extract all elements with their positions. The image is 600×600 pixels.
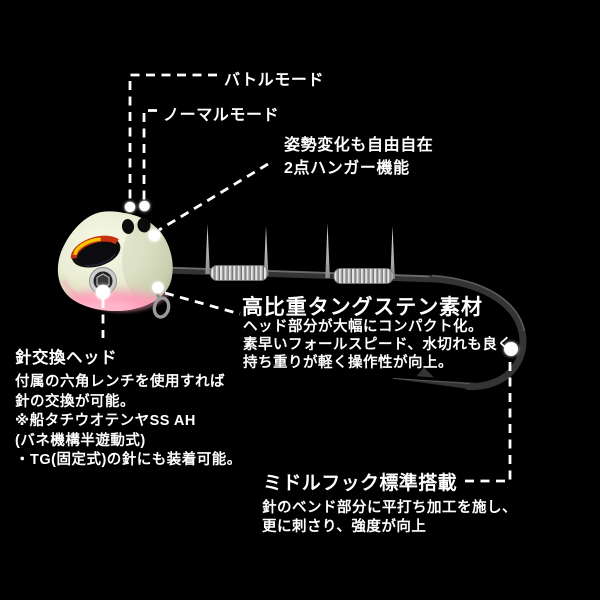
callout-dot-hanger xyxy=(148,229,161,242)
hanger-line2: 2点ハンガー機能 xyxy=(284,160,410,177)
head-exchange-body-line: ・TG(固定式)の針にも装着可能。 xyxy=(15,452,242,468)
middle-hook-body: 針のベンド部分に平打ち加工を施し、 更に刺さり、強度が向上 xyxy=(262,499,517,537)
leader-line-tungsten xyxy=(164,291,241,316)
head-exchange-body-line: ※船タチウオテンヤSS AH xyxy=(15,413,196,429)
hook-bend xyxy=(428,274,527,391)
leader-line-hanger xyxy=(158,162,269,232)
middle-hook-title: ミドルフック標準搭載 xyxy=(263,473,458,494)
wire-coil xyxy=(210,265,268,281)
head-exchange-body-line: 付属の六角レンチを使用すれば xyxy=(15,374,225,390)
middle-hook-spike xyxy=(263,226,269,275)
battle-mode-label: バトルモード xyxy=(224,72,325,89)
leader-line-normal-mode xyxy=(142,109,157,201)
head-exchange-body-line: 針の交換が可能。 xyxy=(15,393,135,410)
wire-coil xyxy=(333,268,394,284)
middle-hook-spike xyxy=(390,226,395,279)
middle-hook-spike xyxy=(205,224,210,274)
hanger-callout: 姿勢変化も自由自在 2点ハンガー機能 xyxy=(284,134,433,180)
callout-dot-middle-hook xyxy=(504,342,518,356)
callout-dot-tungsten xyxy=(152,281,164,294)
callout-dot-normal xyxy=(139,200,150,212)
tungsten-body: ヘッド部分が大幅にコンパクト化。 素早いフォールスピード、水切れも良く 持ち重り… xyxy=(243,318,512,372)
hex-screw-icon xyxy=(89,267,117,295)
tungsten-body-line: 素早いフォールスピード、水切れも良く xyxy=(243,337,513,353)
callout-dot-battle xyxy=(124,201,136,213)
callout-dot-head-exchange xyxy=(95,284,111,300)
eye-yellow-stripe xyxy=(73,237,101,256)
tenya-head xyxy=(57,211,173,311)
head-exchange-body-line: (バネ機構半遊動式) xyxy=(15,432,146,449)
normal-mode-label: ノーマルモード xyxy=(163,107,280,124)
leader-line-battle-mode xyxy=(128,73,217,201)
hanger-hole-rear xyxy=(137,217,151,233)
belly-pink-glow xyxy=(57,291,173,311)
hook-barb xyxy=(416,367,434,378)
wire-coils xyxy=(210,265,394,284)
tungsten-body-line: ヘッド部分が大幅にコンパクト化。 xyxy=(243,319,483,335)
tungsten-title: 高比重タングステン素材 xyxy=(242,296,483,319)
middle-hook-body-line: 針のベンド部分に平打ち加工を施し、 xyxy=(262,500,517,516)
line-eyelet xyxy=(152,293,171,319)
middle-hook-body-line: 更に刺さり、強度が向上 xyxy=(262,519,427,535)
hanger-hole-front xyxy=(121,219,135,234)
head-exchange-body: 付属の六角レンチを使用すれば 針の交換が可能。 ※船タチウオテンヤSS AH (… xyxy=(15,373,242,471)
leader-line-middle-hook xyxy=(465,355,512,483)
hanger-line1: 姿勢変化も自由自在 xyxy=(284,137,434,154)
middle-hook-spikes xyxy=(205,223,395,279)
hook-point xyxy=(390,367,476,390)
middle-hook-spike xyxy=(325,223,330,278)
tungsten-body-line: 持ち重りが軽く操作性が向上。 xyxy=(243,355,453,371)
head-exchange-title: 針交換ヘッド xyxy=(15,349,117,367)
head-eye xyxy=(70,235,121,268)
callout-dots xyxy=(95,200,518,356)
